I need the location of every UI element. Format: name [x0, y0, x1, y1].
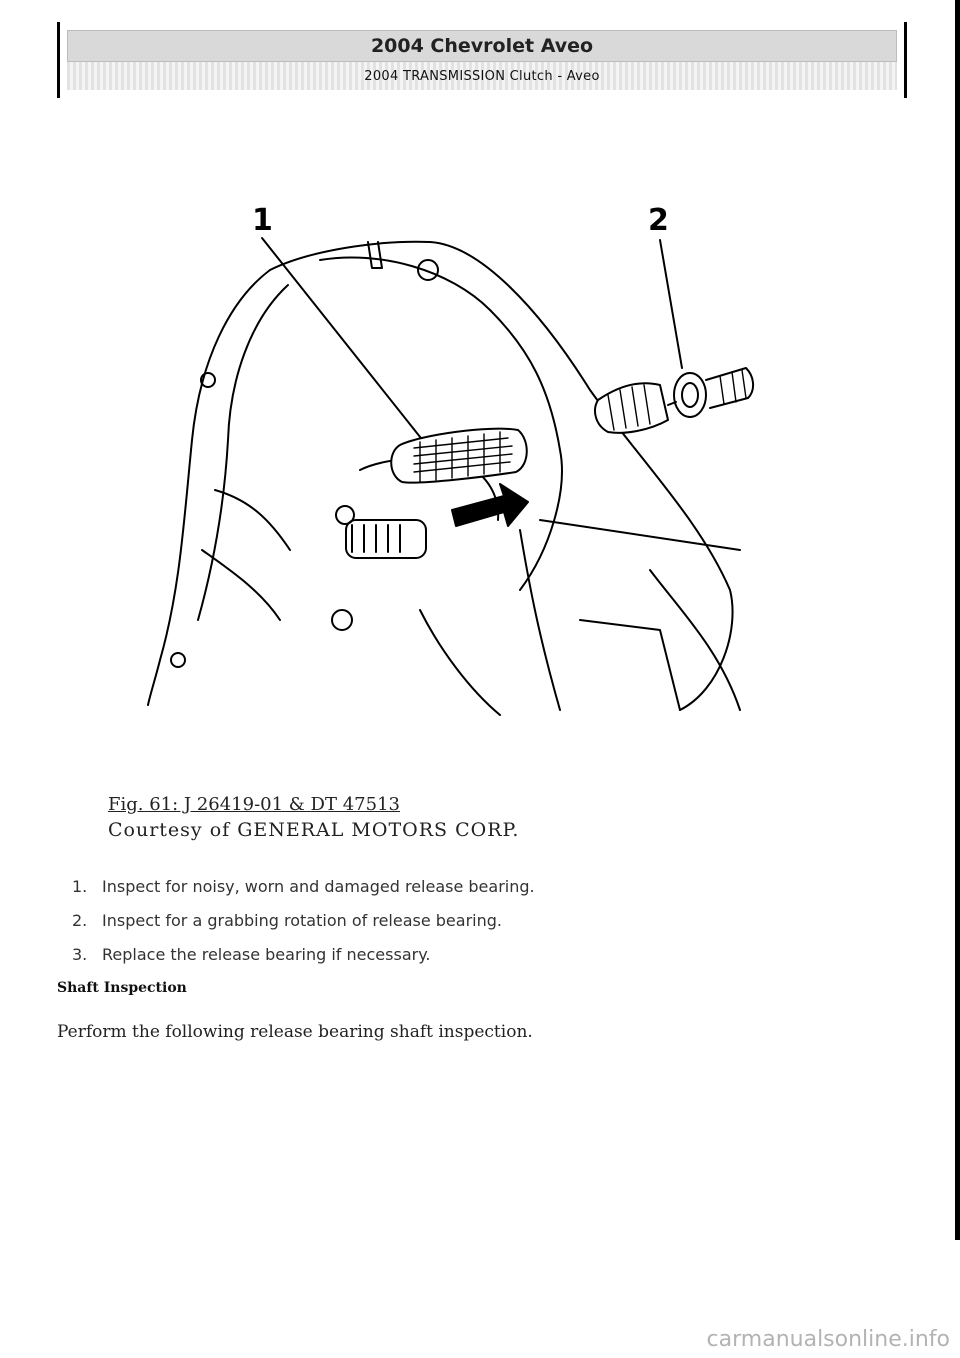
page-right-rule [955, 0, 960, 1240]
bearing-puller-tool [594, 367, 754, 434]
step-number: 1. [72, 877, 88, 896]
housing-inner-left [197, 284, 289, 621]
bolt-hole-top [417, 259, 439, 281]
top-boss [367, 241, 383, 269]
document-title: 2004 Chevrolet Aveo [67, 30, 897, 62]
document-header: 2004 Chevrolet Aveo 2004 TRANSMISSION Cl… [57, 22, 907, 98]
step-text: Inspect for a grabbing rotation of relea… [102, 911, 502, 930]
step-number: 3. [72, 945, 88, 964]
lower-bolt [331, 609, 353, 631]
case-edge [649, 569, 741, 711]
housing-outline-left [147, 269, 271, 706]
housing-outline-right [269, 240, 734, 711]
bearing-tool [390, 427, 528, 484]
list-item: 1. Inspect for noisy, worn and damaged re… [72, 870, 535, 904]
figure-caption-credit: Courtesy of GENERAL MOTORS CORP. [108, 819, 520, 841]
fork-pivot [335, 505, 355, 525]
step-text: Replace the release bearing if necessary… [102, 945, 431, 964]
housing-rib-2 [201, 549, 281, 621]
case-seam [539, 519, 741, 551]
bolt-hole-left [200, 372, 216, 388]
callout-1-leader [261, 237, 433, 453]
direction-arrow [451, 483, 529, 527]
callout-1: 1 [252, 203, 273, 238]
figure-caption-title: Fig. 61: J 26419-01 & DT 47513 [108, 794, 400, 815]
inspection-steps: 1. Inspect for noisy, worn and damaged re… [72, 870, 535, 972]
housing-flange [319, 256, 563, 591]
callout-2: 2 [648, 203, 669, 238]
callout-2-leader [659, 239, 683, 369]
watermark: carmanualsonline.info [706, 1327, 950, 1352]
bellhousing-lower-mid [419, 609, 501, 716]
header-right-rule [904, 22, 907, 98]
input-shaft [345, 519, 427, 559]
mount-bracket [579, 619, 681, 711]
housing-rib [214, 489, 291, 551]
shaft-splines [351, 524, 401, 553]
clutch-release-bearing-illustration: 1 2 [147, 203, 754, 716]
step-number: 2. [72, 911, 88, 930]
list-item: 2. Inspect for a grabbing rotation of rel… [72, 904, 535, 938]
list-item: 3. Replace the release bearing if necessa… [72, 938, 535, 972]
section-body: Perform the following release bearing sh… [57, 1022, 533, 1042]
section-heading: Shaft Inspection [57, 980, 187, 996]
document-subtitle: 2004 TRANSMISSION Clutch - Aveo [67, 62, 897, 90]
bolt-hole-bottom [170, 652, 186, 668]
step-text: Inspect for noisy, worn and damaged rele… [102, 877, 535, 896]
header-left-rule [57, 22, 60, 98]
bellhousing-lower-right [519, 529, 561, 711]
